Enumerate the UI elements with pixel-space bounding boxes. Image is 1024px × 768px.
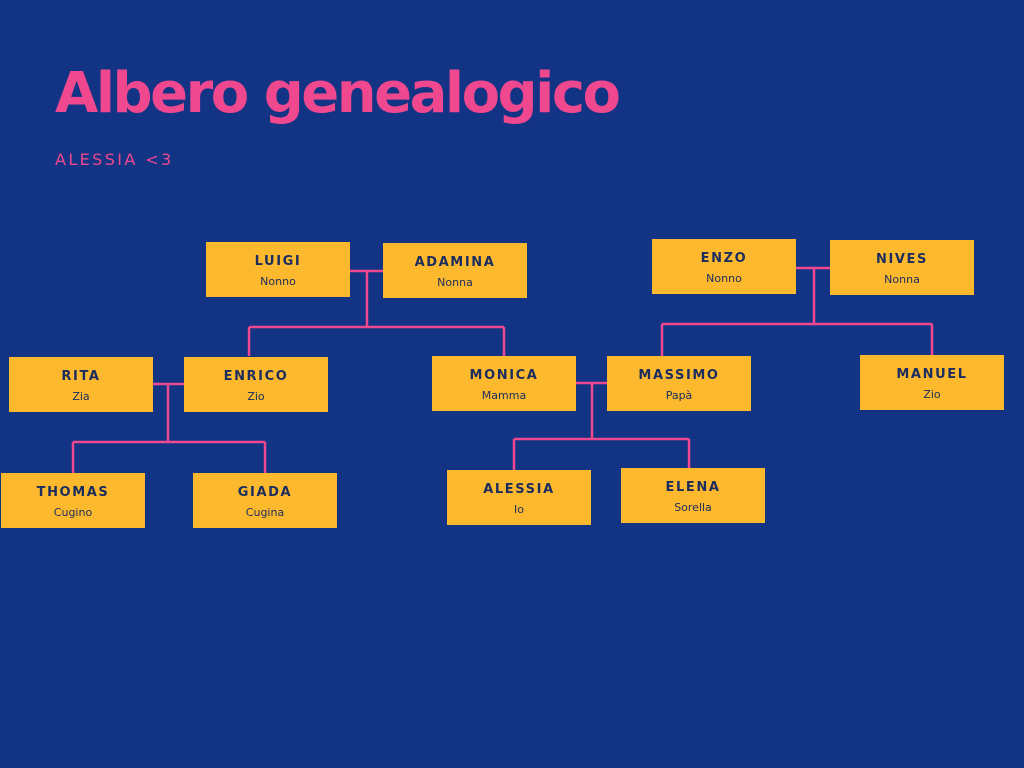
person-enzo: ENZO Nonno [652,239,796,294]
person-name: MONICA [469,368,539,383]
person-monica: MONICA Mamma [432,356,576,411]
person-role: Nonno [260,275,296,288]
connector-rita-enrico-children [71,384,267,473]
person-role: Cugina [245,506,285,519]
person-name: LUIGI [254,254,302,269]
person-thomas: THOMAS Cugino [1,473,145,528]
person-role: Nonna [884,273,920,286]
person-role: Zia [72,390,90,403]
person-rita: RITA Zia [9,357,153,412]
person-manuel: MANUEL Zio [860,355,1004,410]
person-role: Papà [665,389,693,402]
person-enrico: ENRICO Zio [184,357,328,412]
person-nives: NIVES Nonna [830,240,974,295]
person-role: Cugino [53,506,93,519]
person-name: ELENA [665,480,721,495]
person-name: THOMAS [36,485,110,500]
person-role: Zio [923,388,941,401]
person-name: RITA [61,369,101,384]
person-name: NIVES [875,252,929,267]
person-name: ENRICO [223,369,289,384]
person-name: GIADA [237,485,293,500]
person-name: MANUEL [896,367,968,382]
person-role: Mamma [481,389,527,402]
connector-luigi-adamina-children [247,271,506,356]
person-luigi: LUIGI Nonno [206,242,350,297]
person-role: Zio [247,390,265,403]
person-name: ENZO [700,251,748,266]
person-massimo: MASSIMO Papà [607,356,751,411]
page-title: Albero genealogico [55,61,621,126]
person-role: Io [514,503,524,516]
person-elena: ELENA Sorella [621,468,765,523]
person-role: Nonno [706,272,742,285]
person-role: Sorella [674,501,712,514]
person-name: MASSIMO [638,368,720,383]
person-giada: GIADA Cugina [193,473,337,528]
connector-enzo-nives-children [660,268,934,356]
person-name: ALESSIA [483,482,555,497]
page-subtitle: ALESSIA <3 [55,150,174,169]
person-alessia: ALESSIA Io [447,470,591,525]
person-name: ADAMINA [414,255,496,270]
person-role: Nonna [437,276,473,289]
person-adamina: ADAMINA Nonna [383,243,527,298]
connector-monica-massimo-children [512,383,691,470]
